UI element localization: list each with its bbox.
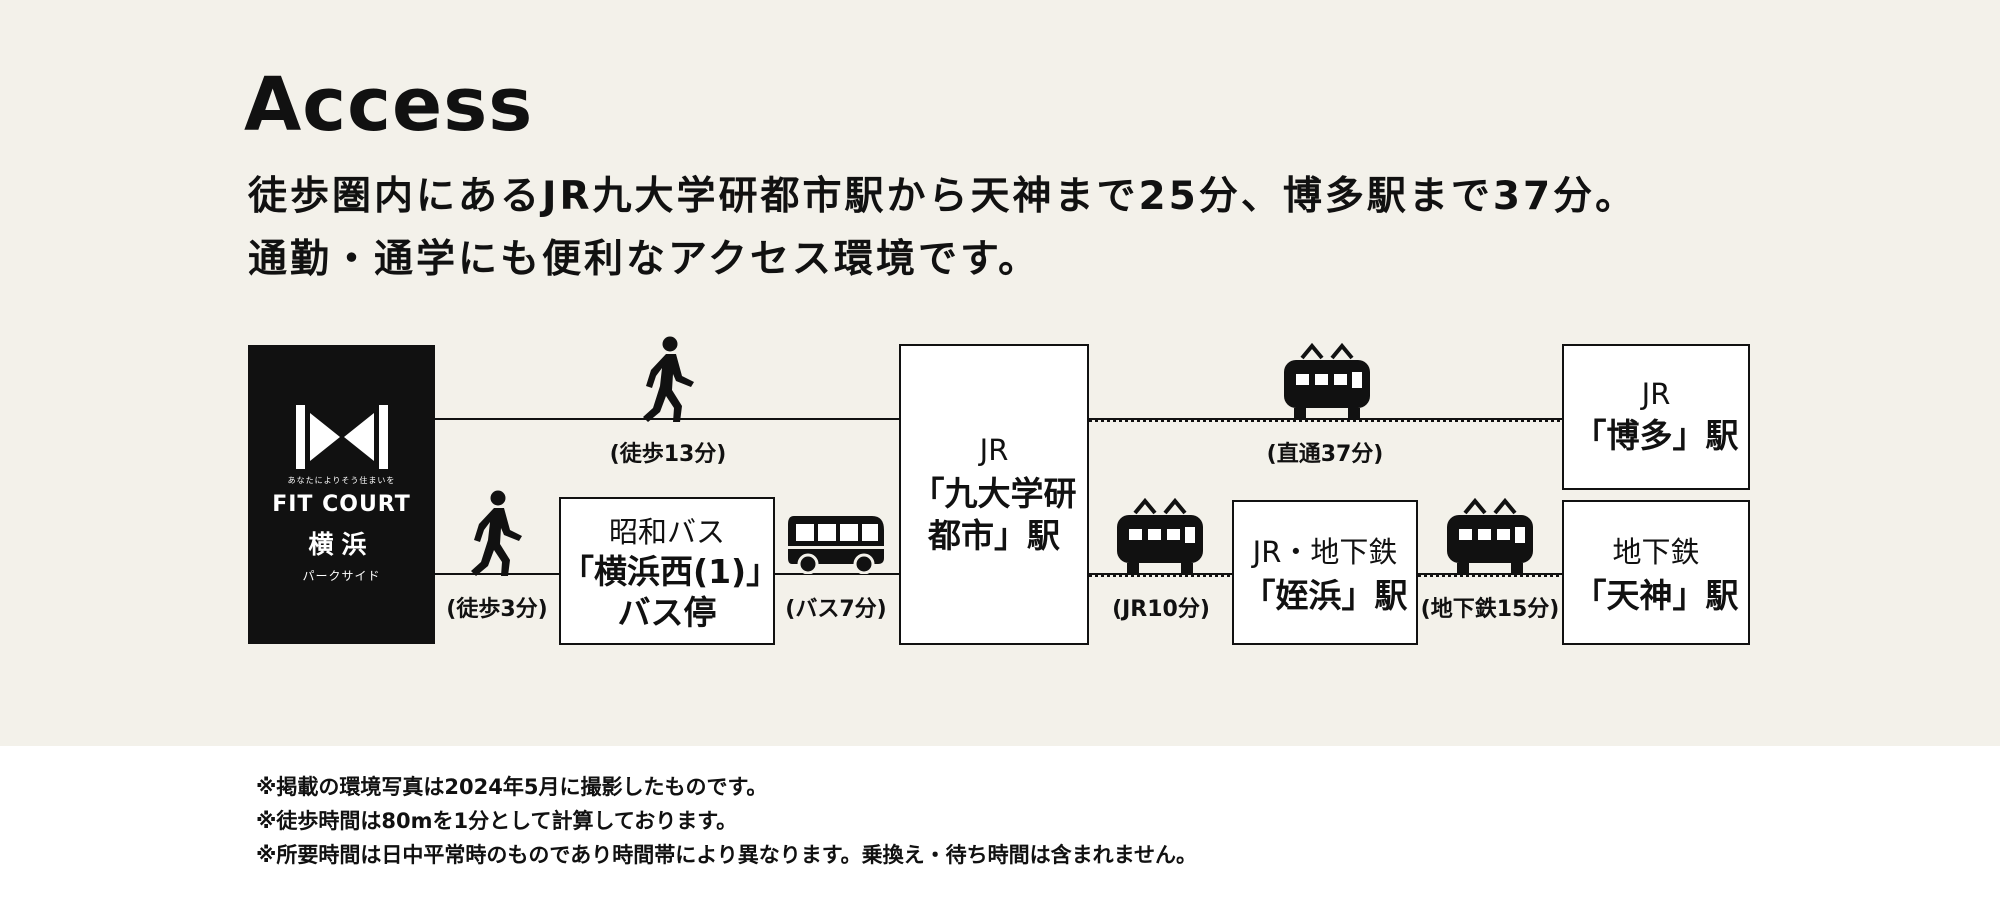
kyudai-name-2: 都市」駅 (928, 515, 1060, 555)
lead-line-1: 徒歩圏内にあるJR九大学研都市駅から天神まで25分、博多駅まで37分。 (248, 174, 1638, 219)
rail-line-meinohama (1089, 573, 1232, 577)
logo-tagline: あなたによりそう住まいを (287, 476, 396, 485)
walk-route-line-bottom (435, 573, 559, 575)
footnote: ※所要時間は日中平常時のものであり時間帯により異なります。乗換え・待ち時間は含ま… (256, 843, 1198, 867)
bus-stop-box: 昭和バス 「横浜西(1)」 バス停 (559, 497, 780, 645)
hakata-line: JR (1641, 377, 1671, 412)
train-icon (1117, 497, 1203, 573)
leg-label-walk-3: (徒歩3分) (446, 597, 548, 622)
logo-mark-icon (295, 405, 388, 469)
rail-line-hakata (1089, 418, 1562, 422)
walk-route-line-top (435, 418, 899, 420)
bus-route-line (775, 573, 899, 575)
fit-court-logo: あなたによりそう住まいを FIT COURT 横浜 パークサイド (248, 345, 435, 644)
walker-icon (643, 336, 694, 422)
lead-line-2: 通勤・通学にも便利なアクセス環境です。 (248, 237, 1041, 282)
meinohama-name: 「姪浜」駅 (1242, 575, 1408, 615)
leg-label-subway-15: (地下鉄15分) (1420, 597, 1560, 622)
train-icon (1447, 497, 1533, 573)
kyudai-line: JR (979, 433, 1009, 468)
bus-stop-name: 「横浜西(1)」 (561, 551, 780, 591)
rail-line-tenjin (1418, 573, 1562, 577)
hakata-name: 「博多」駅 (1573, 416, 1739, 456)
tenjin-line: 地下鉄 (1612, 534, 1700, 569)
kyudai-name-1: 「九大学研 (911, 474, 1077, 514)
walker-icon (471, 490, 522, 576)
footnote: ※掲載の環境写真は2024年5月に撮影したものです。 (256, 775, 768, 799)
leg-label-direct-37: (直通37分) (1266, 442, 1384, 467)
train-icon (1284, 342, 1370, 418)
leg-label-walk-13: (徒歩13分) (609, 442, 727, 467)
footnotes: ※掲載の環境写真は2024年5月に撮影したものです。 ※徒歩時間は80mを1分と… (256, 770, 1197, 872)
footnote: ※徒歩時間は80mを1分として計算しております。 (256, 809, 738, 833)
leg-label-jr-10: (JR10分) (1112, 597, 1210, 622)
bus-icon (786, 516, 886, 574)
meinohama-station-box: JR・地下鉄 「姪浜」駅 (1232, 500, 1418, 645)
kyudai-station-box: JR 「九大学研 都市」駅 (899, 344, 1089, 645)
meinohama-line: JR・地下鉄 (1252, 534, 1398, 569)
tenjin-name: 「天神」駅 (1573, 575, 1739, 615)
leg-label-bus-7: (バス7分) (785, 597, 887, 622)
logo-sub: パークサイド (302, 569, 381, 583)
bus-stop-operator: 昭和バス (608, 514, 725, 549)
hakata-station-box: JR 「博多」駅 (1562, 344, 1750, 490)
logo-brand: FIT COURT (272, 492, 411, 517)
tenjin-station-box: 地下鉄 「天神」駅 (1562, 500, 1750, 645)
bus-stop-suffix: バス停 (617, 593, 717, 632)
page-title: Access (244, 62, 534, 148)
logo-city: 横浜 (308, 530, 375, 559)
